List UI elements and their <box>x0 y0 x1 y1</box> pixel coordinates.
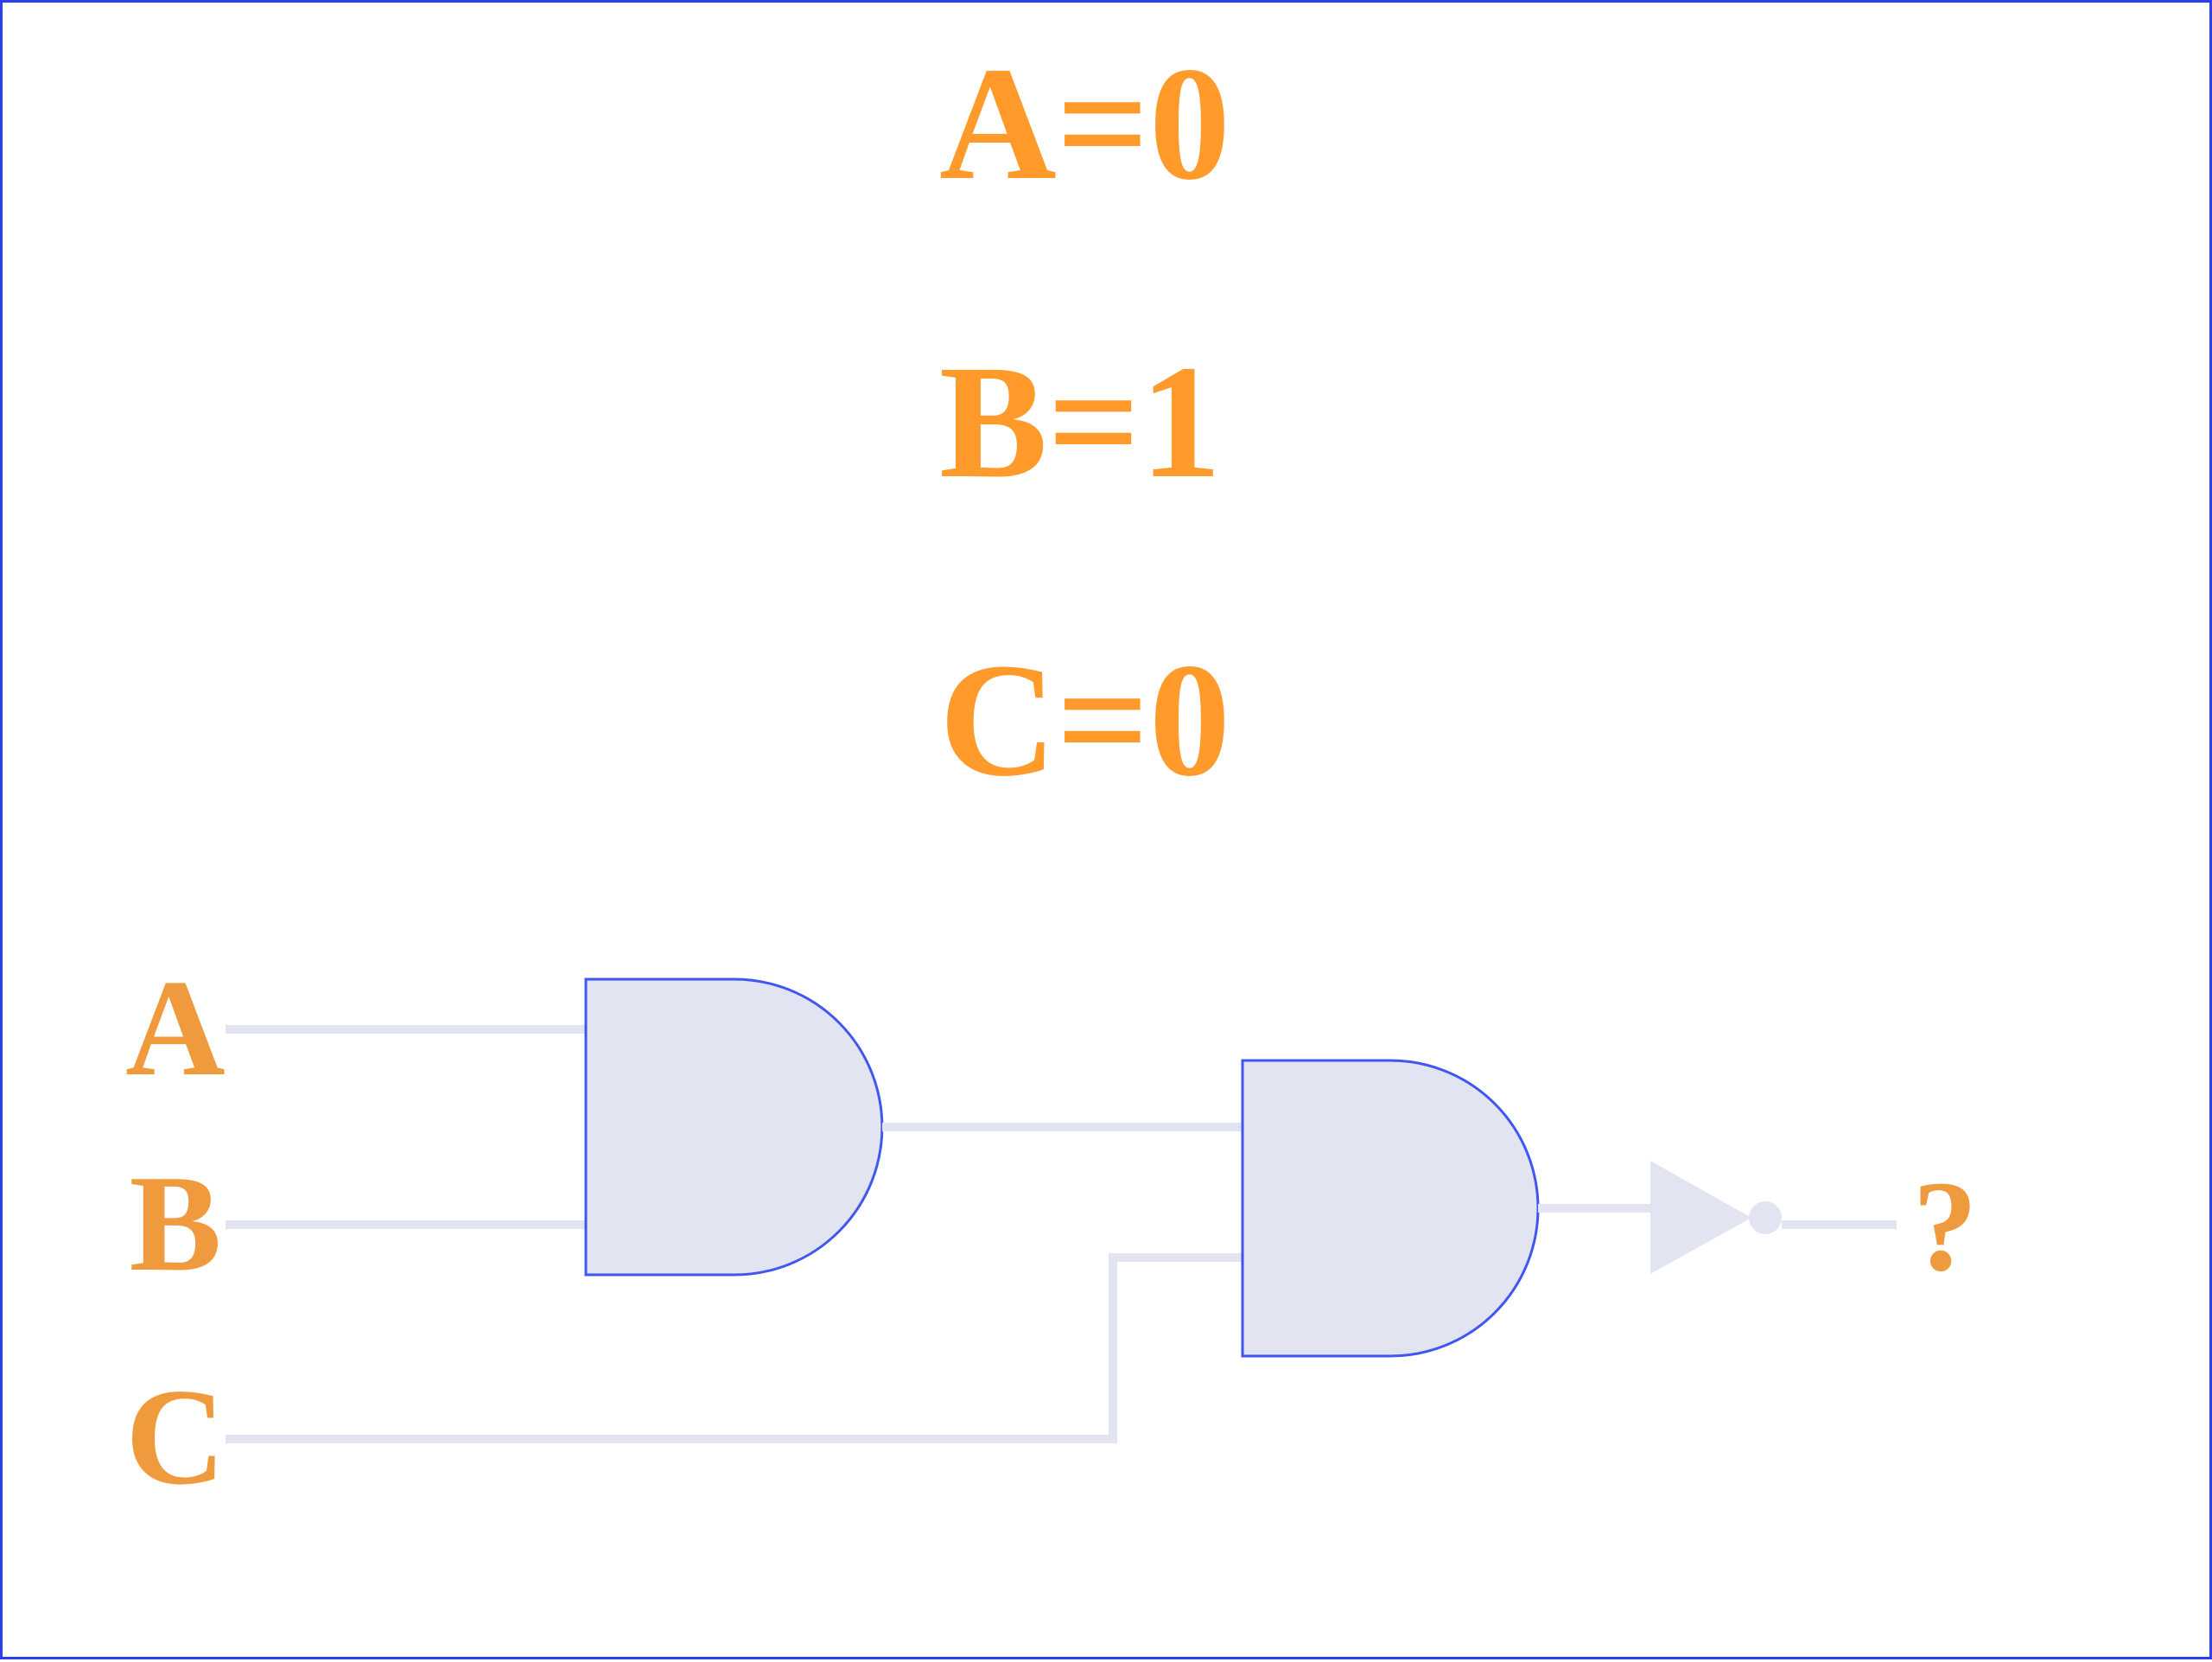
assignment-c: C=0 <box>939 629 1230 810</box>
input-assignments: A=0 B=1 C=0 <box>3 3 2212 824</box>
input-label-b: B <box>130 1146 222 1300</box>
input-label-a: A <box>125 951 226 1105</box>
and-gate-2 <box>1241 1059 1540 1358</box>
not-gate-bubble <box>1749 1201 1782 1234</box>
input-label-c: C <box>125 1360 226 1513</box>
not-gate <box>1650 1161 1751 1274</box>
assignment-b: B=1 <box>939 331 1222 512</box>
wire-c <box>226 1253 1243 1443</box>
and-gate-1 <box>584 977 884 1277</box>
output-label: ? <box>1913 1155 1978 1298</box>
assignment-a: A=0 <box>939 33 1230 213</box>
logic-circuit: A B C ? <box>125 951 1978 1513</box>
